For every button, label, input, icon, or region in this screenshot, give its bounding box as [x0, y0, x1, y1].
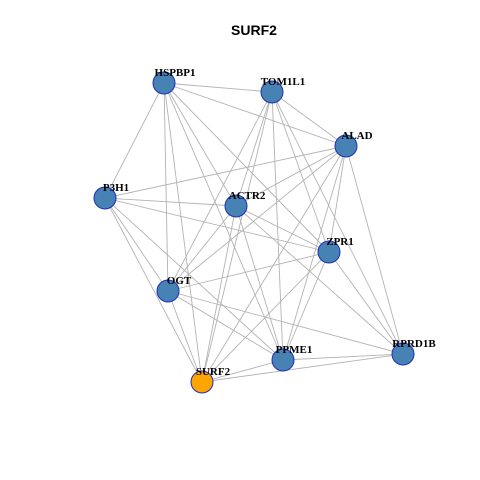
edge-ogt-rprd1b — [167, 290, 404, 355]
edge-hspbp1-ogt — [163, 82, 169, 292]
edge-hspbp1-p3h1 — [104, 82, 165, 199]
node-label-hspbp1: HSPBP1 — [155, 67, 196, 79]
edge-rprd1b-ppme1 — [282, 353, 404, 361]
edge-tom1l1-ppme1 — [271, 91, 284, 361]
edge-actr2-surf2 — [201, 205, 237, 383]
node-zpr1[interactable] — [317, 240, 341, 264]
node-surf2[interactable] — [190, 370, 214, 394]
graph-title: SURF2 — [231, 22, 277, 38]
node-rprd1b[interactable] — [391, 342, 415, 366]
edge-alad-p3h1 — [104, 145, 347, 199]
edge-alad-surf2 — [201, 145, 347, 383]
node-ppme1[interactable] — [271, 348, 295, 372]
node-hspbp1[interactable] — [152, 71, 176, 95]
edge-hspbp1-tom1l1 — [163, 82, 273, 93]
edge-hspbp1-alad — [163, 82, 347, 147]
edge-p3h1-surf2 — [104, 197, 203, 383]
edge-tom1l1-alad — [271, 91, 347, 147]
edge-tom1l1-surf2 — [201, 91, 273, 383]
edge-actr2-rprd1b — [235, 205, 404, 355]
edge-actr2-zpr1 — [235, 205, 330, 253]
node-actr2[interactable] — [224, 194, 248, 218]
node-p3h1[interactable] — [93, 186, 117, 210]
edge-actr2-ppme1 — [235, 205, 284, 361]
edge-p3h1-actr2 — [104, 197, 237, 207]
node-label-alad: ALAD — [341, 130, 372, 142]
edge-ogt-ppme1 — [167, 290, 284, 361]
node-layer — [93, 71, 415, 394]
edge-tom1l1-ogt — [167, 91, 273, 292]
node-label-zpr1: ZPR1 — [326, 236, 354, 248]
node-label-tom1l1: TOM1L1 — [261, 76, 305, 88]
node-label-ogt: OGT — [167, 275, 192, 287]
edge-actr2-ogt — [167, 205, 237, 292]
edge-zpr1-rprd1b — [328, 251, 404, 355]
edge-p3h1-ogt — [104, 197, 169, 292]
node-label-rprd1b: RPRD1B — [392, 338, 436, 350]
node-tom1l1[interactable] — [260, 80, 284, 104]
edge-alad-actr2 — [235, 145, 347, 207]
edge-zpr1-ppme1 — [282, 251, 330, 361]
edge-zpr1-ogt — [167, 251, 330, 292]
edge-rprd1b-surf2 — [201, 353, 404, 383]
edge-alad-rprd1b — [345, 145, 404, 355]
node-ogt[interactable] — [156, 279, 180, 303]
edge-ogt-surf2 — [167, 290, 203, 383]
node-label-p3h1: P3H1 — [103, 182, 129, 194]
edge-p3h1-ppme1 — [104, 197, 284, 361]
edge-alad-zpr1 — [328, 145, 347, 253]
edge-hspbp1-actr2 — [163, 82, 237, 207]
edge-ppme1-surf2 — [201, 359, 284, 383]
node-label-actr2: ACTR2 — [229, 190, 266, 202]
edge-tom1l1-actr2 — [235, 91, 273, 207]
edge-layer — [104, 82, 404, 383]
edge-alad-ogt — [167, 145, 347, 292]
edge-tom1l1-zpr1 — [271, 91, 330, 253]
edge-tom1l1-rprd1b — [271, 91, 404, 355]
node-alad[interactable] — [334, 134, 358, 158]
edge-p3h1-zpr1 — [104, 197, 330, 253]
edge-hspbp1-surf2 — [163, 82, 203, 383]
node-label-surf2: SURF2 — [196, 366, 231, 378]
node-label-ppme1: PPME1 — [276, 344, 313, 356]
